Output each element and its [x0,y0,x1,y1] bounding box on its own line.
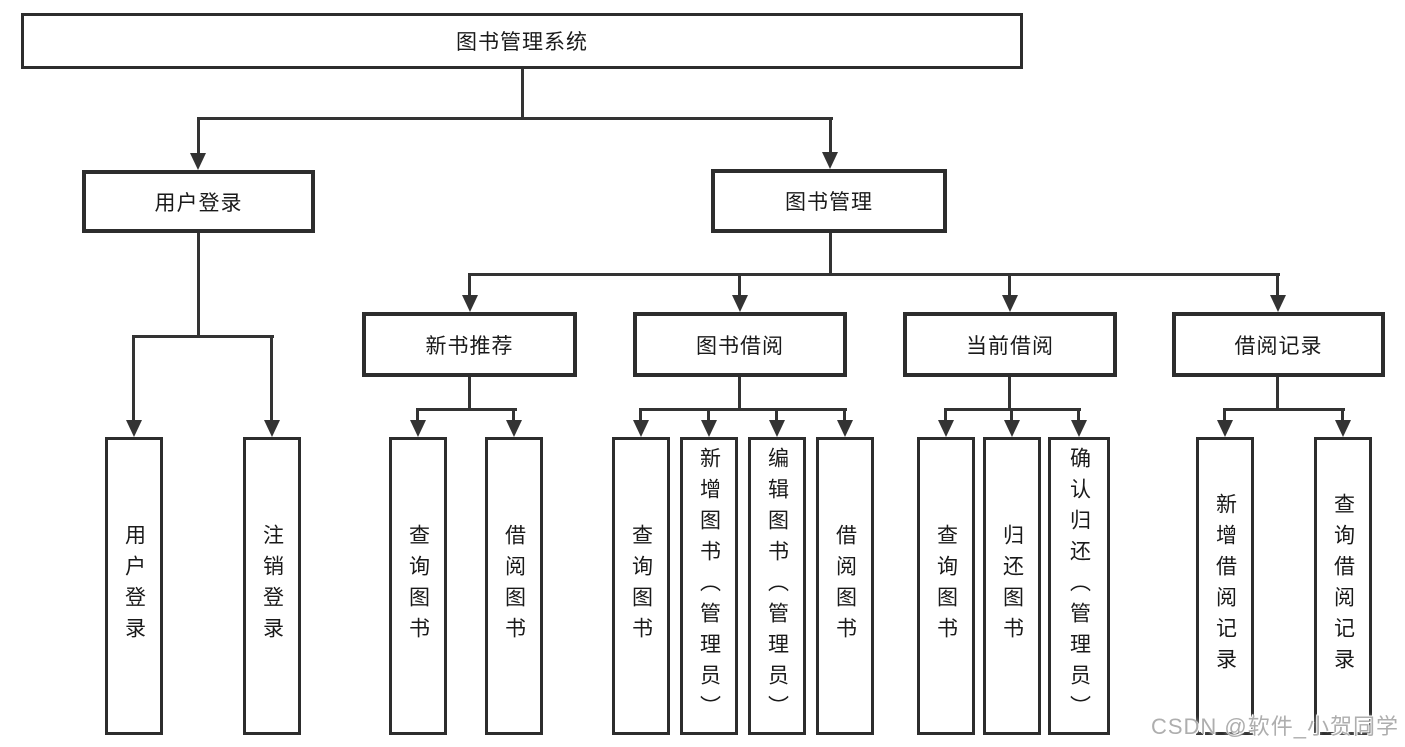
connector-line [132,335,274,338]
node-query-borrow-record: 查询借阅记录 [1314,437,1372,735]
connector-line [512,408,515,422]
connector-line [521,69,524,117]
connector-line [843,408,846,422]
node-label: 当前借阅 [966,334,1054,358]
connector-line [468,273,1280,276]
node-label: 查询图书 [629,524,653,648]
arrow-down-icon [633,420,649,437]
connector-line [829,233,832,273]
arrow-down-icon [462,295,478,312]
node-query-books-recommend: 查询图书 [389,437,447,735]
connector-line [1223,408,1226,422]
node-borrow-books-leaf: 借阅图书 [816,437,874,735]
arrow-down-icon [701,420,717,437]
node-label: 查询借阅记录 [1331,493,1355,679]
connector-line [775,408,778,422]
node-query-books-borrow: 查询图书 [612,437,670,735]
node-add-book-admin: 新增图书（管理员） [680,437,738,735]
node-label: 借阅图书 [833,524,857,648]
connector-line [197,117,200,155]
node-label: 图书管理系统 [456,31,588,54]
connector-line [944,408,947,422]
node-borrow-books-recommend: 借阅图书 [485,437,543,735]
node-label: 确认归还（管理员） [1067,446,1091,726]
watermark: CSDN @软件_小贺同学 [1150,714,1399,739]
arrow-down-icon [1217,420,1233,437]
arrow-down-icon [410,420,426,437]
arrow-down-icon [732,295,748,312]
connector-line [707,408,710,422]
arrow-down-icon [506,420,522,437]
arrow-down-icon [938,420,954,437]
arrow-down-icon [1270,295,1286,312]
node-label: 编辑图书（管理员） [765,446,789,726]
node-book-borrow: 图书借阅 [633,312,847,377]
node-new-book-recommend: 新书推荐 [362,312,577,377]
node-label: 借阅图书 [502,524,526,648]
connector-line [639,408,642,422]
arrow-down-icon [1004,420,1020,437]
connector-line [1008,273,1011,297]
node-add-borrow-record: 新增借阅记录 [1196,437,1254,735]
node-label: 图书借阅 [696,334,784,358]
node-label: 用户登录 [122,524,146,648]
node-user-login: 用户登录 [82,170,315,233]
connector-line [132,335,135,423]
connector-line [1077,408,1080,422]
connector-line [468,377,471,408]
connector-line [1010,408,1013,422]
node-user-login-leaf: 用户登录 [105,437,163,735]
connector-line [639,408,847,411]
connector-line [416,408,517,411]
node-logout-leaf: 注销登录 [243,437,301,735]
connector-line [1008,377,1011,408]
connector-line [738,273,741,297]
node-query-books-current: 查询图书 [917,437,975,735]
connector-line [1276,273,1279,297]
node-confirm-return-admin: 确认归还（管理员） [1048,437,1110,735]
node-label: 用户登录 [154,191,243,215]
arrow-down-icon [1002,295,1018,312]
arrow-down-icon [126,420,142,437]
connector-line [416,408,419,422]
node-borrow-records: 借阅记录 [1172,312,1385,377]
arrow-down-icon [190,153,206,170]
node-label: 新增图书（管理员） [697,446,721,726]
node-return-book: 归还图书 [983,437,1041,735]
node-label: 新增借阅记录 [1213,493,1237,679]
arrow-down-icon [837,420,853,437]
node-label: 注销登录 [260,524,284,648]
node-label: 借阅记录 [1234,334,1323,358]
connector-line [468,273,471,297]
node-book-management: 图书管理 [711,169,947,233]
connector-line [1341,408,1344,422]
arrow-down-icon [264,420,280,437]
connector-line [270,335,273,423]
node-current-borrow: 当前借阅 [903,312,1117,377]
node-label: 查询图书 [406,524,430,648]
arrow-down-icon [822,152,838,169]
connector-line [1276,377,1279,408]
node-label: 图书管理 [785,191,873,214]
connector-line [197,117,833,120]
arrow-down-icon [1071,420,1087,437]
arrow-down-icon [769,420,785,437]
node-label: 归还图书 [1000,524,1024,648]
node-edit-book-admin: 编辑图书（管理员） [748,437,806,735]
connector-line [829,117,832,154]
node-label: 查询图书 [934,524,958,648]
connector-line [738,377,741,408]
connector-line [197,233,200,335]
connector-line [1223,408,1345,411]
node-root: 图书管理系统 [21,13,1023,69]
arrow-down-icon [1335,420,1351,437]
node-label: 新书推荐 [425,334,514,358]
